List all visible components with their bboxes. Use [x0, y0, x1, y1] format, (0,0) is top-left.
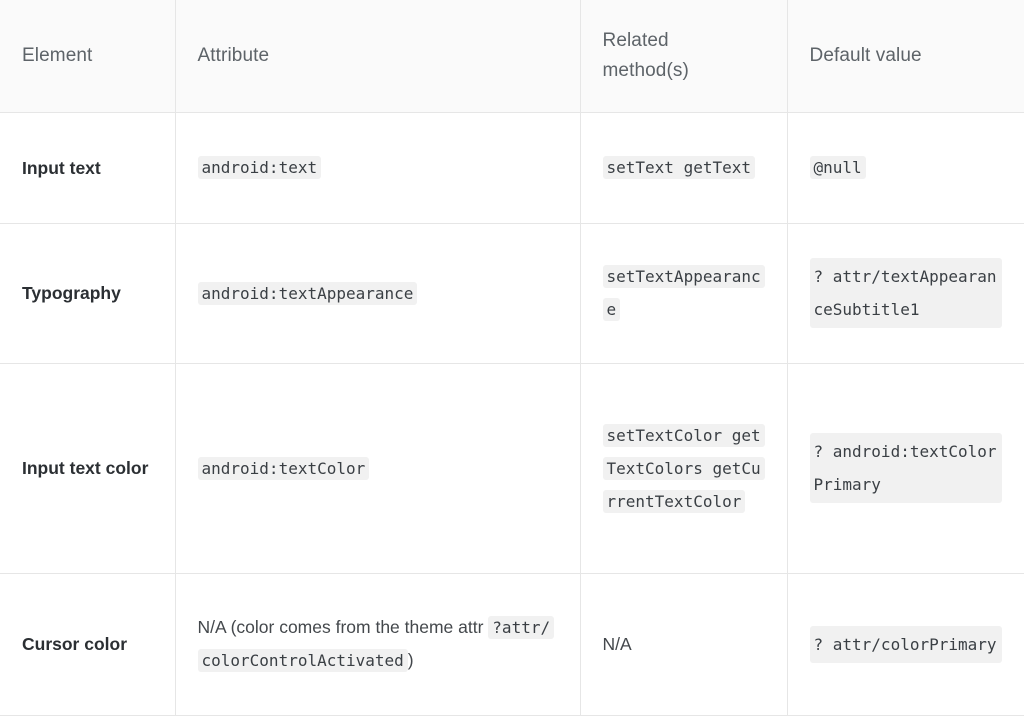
- cell-default-typography: ? attr/textAppearanceSubtitle1: [787, 223, 1024, 364]
- cell-attribute-input-text-color: android:textColor: [175, 363, 581, 574]
- cell-default-input-text: @null: [787, 112, 1024, 224]
- column-header-element: Element: [0, 0, 176, 113]
- cell-attribute-typography: android:textAppearance: [175, 223, 581, 364]
- attribute-prose-prefix: N/A (color comes from the theme attr: [197, 617, 489, 637]
- column-header-related-methods: Related method(s): [580, 0, 788, 113]
- code-attr-colorprimary: ? attr/colorPrimary: [809, 625, 1002, 663]
- code-set-get-textcolor: setTextColor getTextColors getCurrentTex…: [602, 423, 765, 513]
- column-header-default-line-1: Default value: [809, 44, 922, 66]
- code-null: @null: [809, 156, 866, 179]
- cell-attribute-cursor-color: N/A (color comes from the theme attr ?at…: [175, 573, 581, 716]
- code-set-textappearance: setTextAppearance: [602, 265, 765, 321]
- code-android-textappearance: android:textAppearance: [197, 281, 418, 305]
- cell-default-input-text-color: ? android:textColorPrimary: [787, 363, 1024, 574]
- table-body: Input text android:text setText getText …: [0, 112, 1024, 716]
- column-header-element-line-1: Element: [22, 44, 93, 66]
- related-na-text: N/A: [602, 633, 632, 654]
- cell-related-typography: setTextAppearance: [580, 223, 788, 364]
- code-android-text: android:text: [197, 156, 322, 179]
- column-header-attribute-line-1: Attribute: [197, 44, 270, 66]
- table-header: Element Attribute Related method(s) Defa…: [0, 0, 1024, 113]
- column-header-attribute: Attribute: [175, 0, 581, 113]
- cell-element-typography: Typography: [0, 223, 176, 364]
- header-row: Element Attribute Related method(s) Defa…: [0, 0, 1024, 113]
- cell-element-input-text-color: Input text color: [0, 363, 176, 574]
- cell-related-cursor-color: N/A: [580, 573, 788, 716]
- cell-related-input-text-color: setTextColor getTextColors getCurrentTex…: [580, 363, 788, 574]
- table-row: Input text android:text setText getText …: [0, 112, 1024, 224]
- column-header-default-value: Default value: [787, 0, 1024, 113]
- column-header-related-line-2: method(s): [602, 59, 689, 81]
- code-attr-textappearancesubtitle1: ? attr/textAppearanceSubtitle1: [809, 258, 1002, 328]
- cell-related-input-text: setText getText: [580, 112, 788, 224]
- table-row: Input text color android:textColor setTe…: [0, 363, 1024, 574]
- cell-element-cursor-color: Cursor color: [0, 573, 176, 716]
- cell-default-cursor-color: ? attr/colorPrimary: [787, 573, 1024, 716]
- table-row: Cursor color N/A (color comes from the t…: [0, 573, 1024, 716]
- code-android-textcolorprimary: ? android:textColorPrimary: [809, 433, 1002, 503]
- column-header-related-line-1: Related: [602, 29, 669, 51]
- cell-element-input-text: Input text: [0, 112, 176, 224]
- table-row: Typography android:textAppearance setTex…: [0, 223, 1024, 364]
- code-android-textcolor: android:textColor: [197, 456, 370, 480]
- code-set-get-text: setText getText: [602, 156, 755, 179]
- cell-attribute-input-text: android:text: [175, 112, 581, 224]
- attribute-prose-suffix: ): [407, 650, 414, 670]
